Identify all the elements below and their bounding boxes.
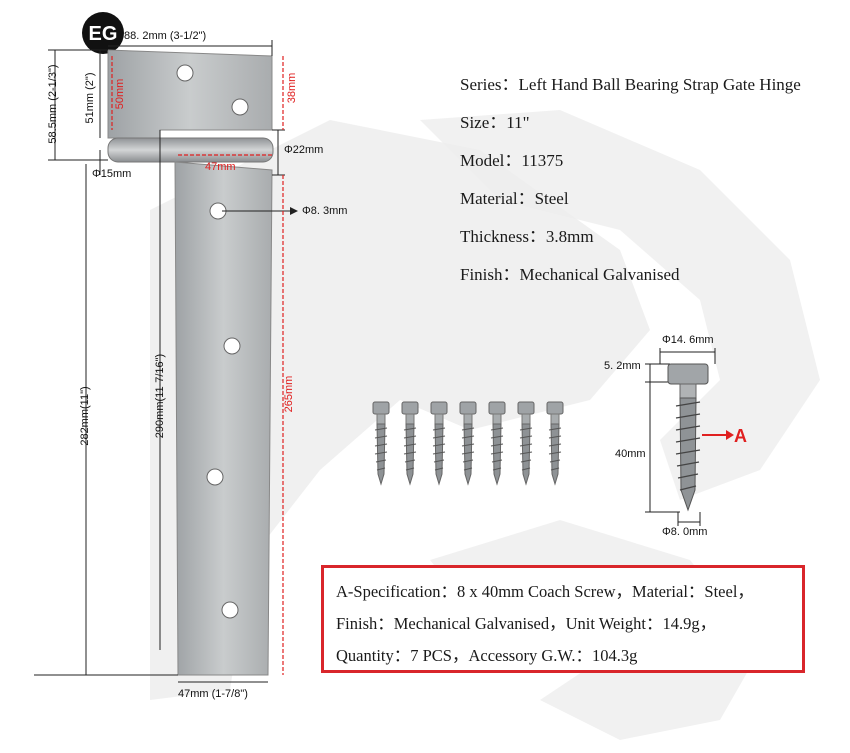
screw-detail-drawing [645, 348, 734, 526]
brand-logo: EG [80, 10, 126, 56]
spec-thickness: Thickness：3.8mm [460, 227, 594, 246]
screw-set-image [372, 401, 564, 486]
screw-head-dia-label: Φ14. 6mm [662, 334, 714, 346]
spec-box-line-3: Quantity：7 PCS，Accessory G.W.：104.3g [336, 646, 638, 665]
screw-length-label: 40mm [615, 448, 646, 460]
spec-model: Model：11375 [460, 151, 564, 170]
red-38-label: 38mm [286, 72, 298, 104]
red-47-label: 47mm [205, 161, 236, 173]
spec-series: Series：Left Hand Ball Bearing Strap Gate… [460, 75, 801, 94]
screw-shank-dia-label: Φ8. 0mm [662, 526, 708, 538]
red-50-label: 50mm [114, 78, 126, 110]
spec-box-line-1: A-Specification：8 x 40mm Coach Screw，Mat… [336, 582, 754, 601]
left-height-58-label: 58.5mm (2-1/3") [47, 64, 59, 144]
length-290-label: 290mm(11-7/16") [154, 353, 166, 439]
spec-size: Size：11" [460, 113, 530, 132]
dia-22-label: Φ22mm [284, 144, 324, 156]
spec-finish: Finish：Mechanical Galvanised [460, 265, 680, 284]
spec-material: Material：Steel [460, 189, 569, 208]
length-282-label: 282mm(11") [79, 386, 91, 446]
svg-text:EG: EG [89, 23, 118, 45]
dia-15-label: Φ15mm [92, 168, 132, 180]
red-265-label: 265mm [283, 375, 295, 413]
left-height-51-label: 51mm (2") [84, 72, 96, 124]
logo-icon: EG [82, 12, 124, 54]
screw-head-height-label: 5. 2mm [604, 360, 641, 372]
bottom-width-label: 47mm (1-7/8") [178, 688, 248, 700]
screw-arrow-label: A [734, 426, 747, 446]
accessory-spec-box: A-Specification：8 x 40mm Coach Screw，Mat… [321, 565, 805, 673]
top-width-label: 88. 2mm (3-1/2") [124, 30, 207, 42]
spec-box-line-2: Finish：Mechanical Galvanised，Unit Weight… [336, 614, 717, 633]
dia-8-3-label: Φ8. 3mm [302, 205, 348, 217]
